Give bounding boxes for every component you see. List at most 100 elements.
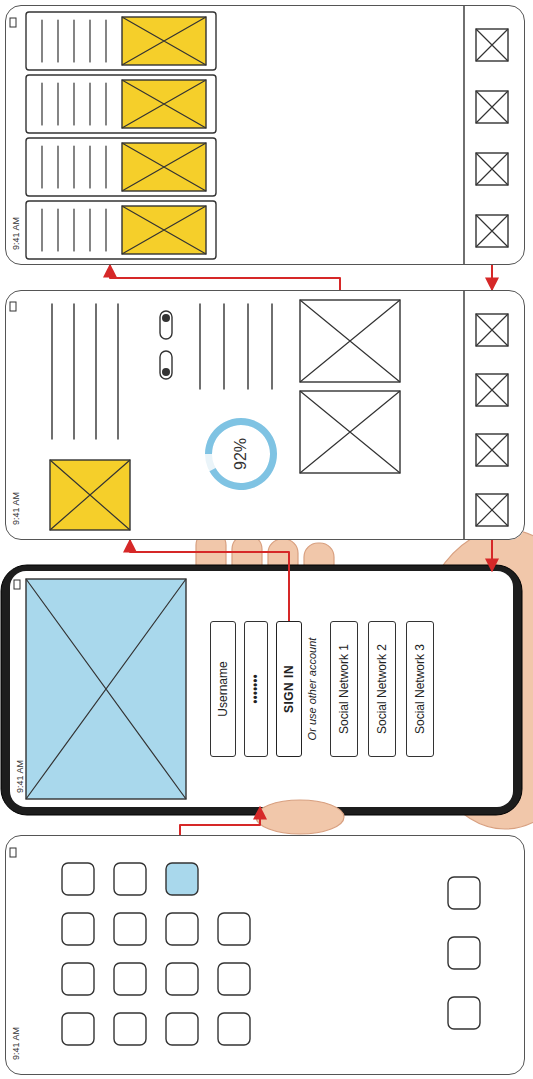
sign-in-button: SIGN IN [276, 621, 302, 757]
battery-icon [10, 18, 16, 27]
flow-arrow [180, 807, 260, 835]
social-button: Social Network 3 [406, 621, 434, 757]
list-card [26, 12, 216, 70]
flow-arrow [491, 540, 493, 571]
status-time: 9:41 AM [11, 217, 22, 250]
text-line [89, 83, 90, 125]
flow-arrow [110, 265, 340, 290]
ring-track [205, 418, 277, 490]
dock-icon [448, 877, 480, 909]
toggle-knob [162, 314, 170, 322]
card-image [122, 17, 206, 65]
text-line [73, 209, 74, 251]
battery-icon [10, 302, 16, 311]
caption-note-text: Or use other account [306, 638, 318, 741]
dock-icon [448, 997, 480, 1029]
nav-icon [476, 215, 508, 247]
selected-app-icon [166, 863, 198, 895]
text-line [117, 304, 118, 439]
social-button: Social Network 1 [330, 621, 358, 757]
list-card [26, 75, 216, 133]
toggle [160, 311, 172, 339]
status-time: 9:41 AM [11, 1027, 22, 1060]
text-line [41, 209, 42, 251]
placeholder-cross [300, 300, 400, 382]
toggle-knob [162, 368, 170, 376]
toggle [160, 351, 172, 379]
app-icon [166, 1013, 198, 1045]
text-line [247, 304, 248, 389]
ring-progress [205, 418, 277, 490]
nav-icon [476, 314, 508, 346]
text-line [73, 83, 74, 125]
card-image [122, 206, 206, 254]
image-placeholder [300, 391, 400, 473]
phone-body [1, 565, 522, 815]
field-text: SIGN IN [282, 665, 296, 713]
percent-value: 92% [231, 438, 250, 470]
placeholder-cross [476, 91, 508, 123]
app-icon [166, 963, 198, 995]
card-image [122, 80, 206, 128]
text-line [105, 83, 106, 125]
profile-image [50, 460, 130, 530]
app-icon [166, 913, 198, 945]
app-icon [114, 913, 146, 945]
home-screen-art [10, 848, 480, 1045]
app-icon [62, 913, 94, 945]
placeholder-cross [122, 143, 206, 191]
text-line [463, 6, 464, 264]
nav-icon [476, 374, 508, 406]
dashboard-screen: 92% 9:41 AM [5, 290, 525, 540]
text-line [41, 146, 42, 188]
text-line [463, 291, 464, 539]
placeholder-cross [476, 494, 508, 526]
field-text: Social Network 2 [375, 644, 389, 734]
app-icon [114, 963, 146, 995]
placeholder-cross [122, 206, 206, 254]
app-icon [62, 863, 94, 895]
placeholder-cross [26, 579, 186, 799]
text-line [105, 209, 106, 251]
status-time: 9:41 AM [15, 760, 26, 793]
field-text: Social Network 3 [413, 644, 427, 734]
text-line [95, 304, 96, 439]
username-field: Username [210, 621, 236, 757]
battery-icon [10, 848, 16, 857]
app-icon [114, 1013, 146, 1045]
home-screen: 9:41 AM [5, 835, 525, 1075]
social-button: Social Network 2 [368, 621, 396, 757]
text-line [73, 304, 74, 439]
home-screen-ground [5, 835, 525, 1075]
text-line [89, 146, 90, 188]
nav-icon [476, 494, 508, 526]
phone-screen-ground [10, 571, 513, 807]
app-icon [62, 1013, 94, 1045]
app-icon [62, 963, 94, 995]
list-screen: 9:41 AM [5, 5, 525, 265]
progress-ring: 92% [203, 416, 279, 492]
placeholder-cross [122, 80, 206, 128]
dashboard-ground [5, 290, 525, 540]
text-line [105, 146, 106, 188]
password-field: ••••••• [244, 621, 268, 757]
dashboard-art [10, 291, 508, 539]
nav-icon [476, 29, 508, 61]
hero-image [26, 579, 186, 799]
field-text: Username [216, 661, 230, 716]
caption-note: Or use other account [302, 571, 320, 807]
placeholder-cross [50, 460, 130, 530]
list-screen-art [10, 6, 508, 264]
status-time: 9:41 AM [11, 492, 22, 525]
flow-arrow [130, 540, 289, 621]
placeholder-cross [122, 17, 206, 65]
dock-icon [448, 937, 480, 969]
text-line [41, 83, 42, 125]
text-line [41, 20, 42, 62]
list-screen-ground [5, 5, 525, 265]
app-icon [218, 913, 250, 945]
nav-icon [476, 434, 508, 466]
text-line [57, 20, 58, 62]
